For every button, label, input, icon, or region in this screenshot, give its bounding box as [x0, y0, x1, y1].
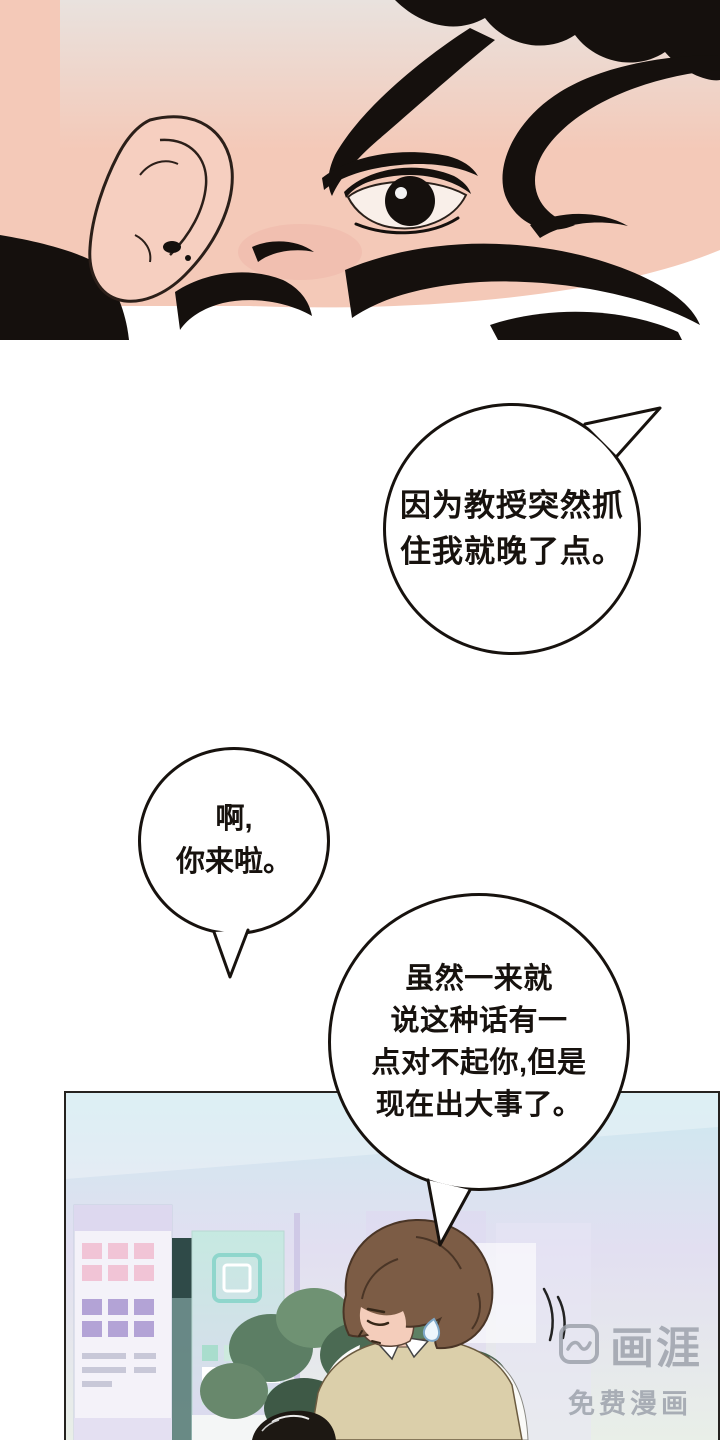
speech-bubble-2: 啊, 你来啦。	[138, 747, 330, 935]
huaya-logo-icon	[558, 1323, 600, 1365]
bubble-3-tail	[426, 1178, 472, 1247]
eye	[344, 167, 471, 235]
speech-bubble-1-text: 因为教授突然抓 住我就晚了点。	[400, 483, 624, 576]
bubble-1-tail	[583, 406, 662, 458]
speech-bubble-3: 虽然一来就 说这种话有一 点对不起你,但是 现在出大事了。	[328, 893, 630, 1191]
bubble-1-line-1: 因为教授突然抓	[400, 487, 624, 523]
hair	[0, 0, 720, 340]
panel-street-scene	[64, 1091, 720, 1440]
speech-bubble-3-text: 虽然一来就 说这种话有一 点对不起你,但是 现在出大事了。	[371, 958, 586, 1126]
bubble-3-line-4: 现在出大事了。	[375, 1089, 583, 1122]
panel-face-closeup	[0, 0, 720, 340]
speech-bubble-1: 因为教授突然抓 住我就晚了点。	[383, 403, 641, 655]
bubble-2-line-2: 你来啦。	[175, 846, 292, 878]
bubble-2-tail	[212, 928, 250, 979]
dark-hair-foreground	[252, 1410, 336, 1440]
watermark-title: 画涯	[610, 1324, 702, 1373]
street-scene-art	[66, 1093, 718, 1440]
character-man	[309, 1218, 529, 1440]
bubble-3-line-3: 点对不起你,但是	[371, 1047, 587, 1079]
sweat-drop	[422, 1317, 441, 1342]
watermark: 画涯 免费漫画	[558, 1312, 702, 1421]
motion-lines	[542, 1287, 566, 1342]
bubble-1-line-2: 住我就晚了点。	[400, 534, 624, 569]
bubble-3-line-2: 说这种话有一	[390, 1004, 568, 1037]
vending-machine-left	[73, 1204, 173, 1440]
watermark-subtitle: 免费漫画	[568, 1389, 692, 1419]
bubble-2-line-1: 啊,	[215, 802, 253, 835]
ear	[88, 115, 234, 303]
watermark-row: 画涯	[558, 1312, 702, 1376]
eyebrow	[322, 152, 478, 190]
speech-bubble-2-text: 啊, 你来啦。	[176, 798, 292, 885]
machine-gap-shadow-top	[172, 1238, 192, 1298]
bubble-3-line-1: 虽然一来就	[405, 962, 553, 995]
